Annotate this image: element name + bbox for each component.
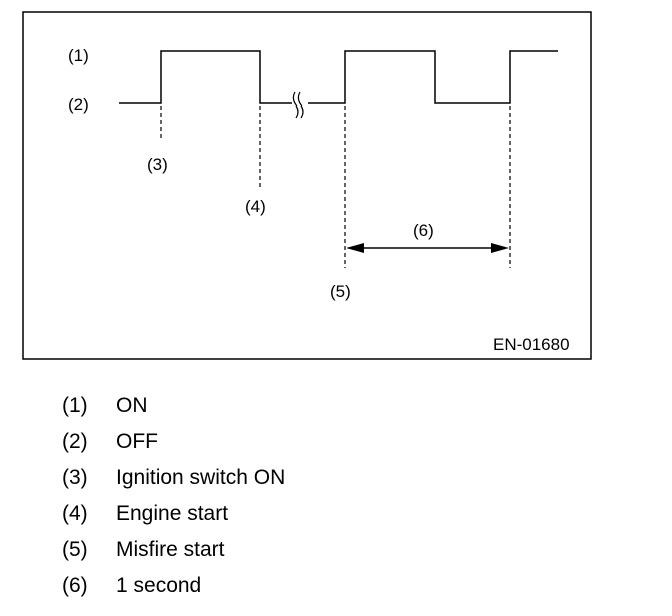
legend-number: (2) [62,430,88,453]
legend-item: (5) Misfire start [62,534,285,570]
legend-list: (1) ON (2) OFF (3) Ignition switch ON (4) En… [62,390,285,606]
one-second-label: (6) [413,221,434,240]
legend-text: ON [116,394,148,417]
legend-text: Misfire start [116,538,225,561]
diagram-frame [22,11,592,360]
ignition-on-label: (3) [147,155,168,174]
legend-text: OFF [116,430,158,453]
legend-number: (4) [62,502,88,525]
engine-start-label: (4) [245,197,266,216]
legend-item: (2) OFF [62,426,285,462]
timing-diagram: (1) (2) (3) (4) (5) (6) EN-01680 [22,11,592,360]
misfire-start-label: (5) [330,282,351,301]
signal-waveform-end [308,50,558,104]
legend-number: (5) [62,538,88,561]
arrowhead-right-icon [491,243,509,253]
legend-text: Ignition switch ON [116,466,286,489]
off-level-label: (2) [68,95,89,114]
legend-number: (1) [62,394,88,417]
signal-waveform-start [119,50,292,104]
legend-text: Engine start [116,502,229,525]
legend-number: (6) [62,574,88,597]
figure-code: EN-01680 [493,335,570,354]
legend-item: (3) Ignition switch ON [62,462,285,498]
on-level-label: (1) [68,46,89,65]
legend-number: (3) [62,466,88,489]
legend-text: 1 second [116,574,202,597]
legend-item: (4) Engine start [62,498,285,534]
legend-item: (1) ON [62,390,285,426]
legend-item: (6) 1 second [62,570,285,606]
arrowhead-left-icon [346,243,364,253]
time-break-mark [292,91,304,119]
